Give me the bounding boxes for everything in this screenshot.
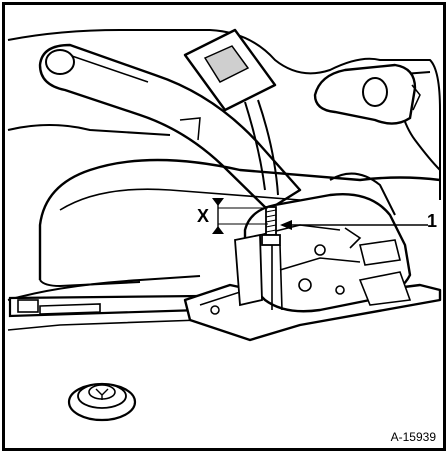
seat-anchor (313, 63, 421, 125)
dimension-x-marker (212, 198, 268, 234)
callout-number: 1 (427, 211, 437, 231)
console-cover (38, 158, 441, 288)
release-button (45, 49, 75, 75)
seat-belt-buckle (183, 28, 279, 196)
adjusting-bolt (261, 206, 283, 311)
callout-leader (280, 220, 428, 230)
grommet-washer (67, 382, 137, 422)
figure-reference: A-15939 (391, 430, 437, 444)
dimension-label: X (197, 206, 209, 226)
